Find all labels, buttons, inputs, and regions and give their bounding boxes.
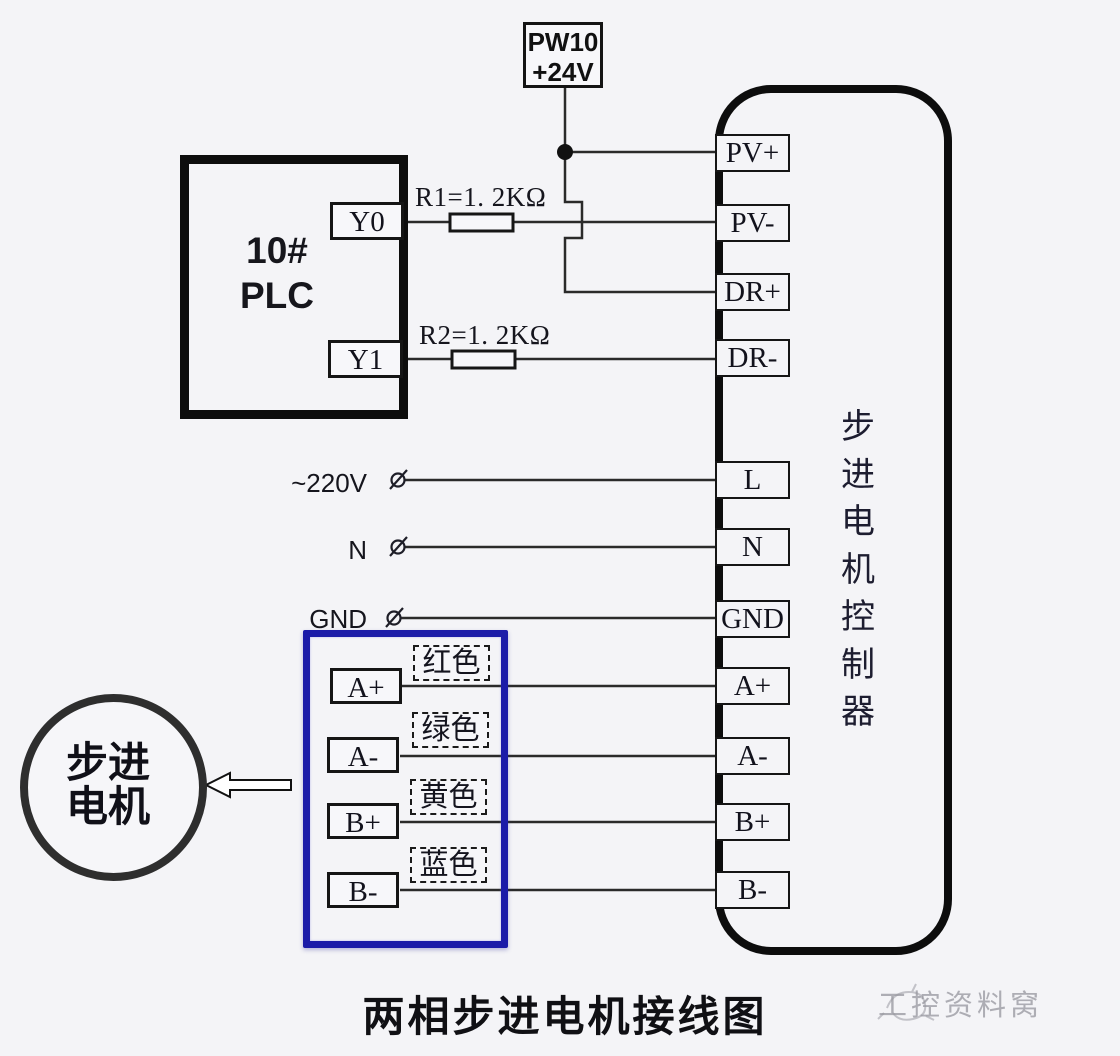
plc-label: 10# PLC xyxy=(192,228,362,318)
terminal-pv-plus: PV+ xyxy=(715,134,790,172)
wire-color-label: 红色 xyxy=(422,647,481,679)
terminal-pv-minus: PV- xyxy=(715,204,790,242)
ac-terminal-slash-icon xyxy=(385,607,404,628)
ac-input-220v-label: ~220V xyxy=(291,468,367,498)
terminal-n: N xyxy=(715,528,790,566)
diagram-title: 两相步进电机接线图 xyxy=(362,995,768,1041)
motor-phase-a-plus: A+ xyxy=(330,668,402,704)
plc-output-y0: Y0 xyxy=(330,202,404,240)
wire-color-green: 绿色 xyxy=(412,712,489,748)
ac-input-gnd-label: GND xyxy=(309,604,367,634)
resistor-r1-icon xyxy=(448,212,515,233)
controller-name: 步进电机控制器 xyxy=(841,409,875,731)
terminal-dr-minus: DR- xyxy=(715,339,790,377)
plc-name: PLC xyxy=(240,275,314,316)
watermark: 工控资料窝 xyxy=(878,982,1043,1024)
resistor-r2-icon xyxy=(450,349,517,370)
wire-color-label: 绿色 xyxy=(421,714,480,746)
ac-terminal-slash-icon xyxy=(389,469,408,490)
stepper-controller-body xyxy=(715,85,952,955)
watermark-bird-logo-icon xyxy=(886,990,927,1021)
watermark-text: 工控资料窝 xyxy=(878,990,1044,1022)
resistor-r2-label: R2=1. 2KΩ xyxy=(419,320,551,350)
motor-phase-label: B- xyxy=(348,876,378,908)
stepper-motor-label: 步进电机 xyxy=(65,741,150,831)
resistor-r1-label: R1=1. 2KΩ xyxy=(415,182,547,212)
terminal-l: L xyxy=(715,461,790,499)
wire-color-red: 红色 xyxy=(413,645,490,681)
plc-output-y0-label: Y0 xyxy=(349,206,385,238)
motor-pointer-arrow-icon xyxy=(203,771,292,799)
terminal-label: B+ xyxy=(734,806,771,838)
terminal-a-minus: A- xyxy=(715,737,790,775)
terminal-label: PV+ xyxy=(725,137,780,169)
terminal-a-plus: A+ xyxy=(715,667,790,705)
motor-phase-b-plus: B+ xyxy=(327,803,399,839)
plc-output-y1-label: Y1 xyxy=(347,344,384,376)
plc-box xyxy=(180,155,408,419)
terminal-label: N xyxy=(742,531,763,563)
wire-color-label: 蓝色 xyxy=(419,849,478,881)
power-supply-box: PW10 +24V xyxy=(523,22,603,88)
terminal-label: A+ xyxy=(733,670,772,702)
wire-24v-to-dr-plus xyxy=(563,158,716,294)
wire-color-yellow: 黄色 xyxy=(410,779,487,815)
terminal-gnd: GND xyxy=(715,600,790,638)
power-supply-voltage: +24V xyxy=(532,57,594,87)
motor-cable-box xyxy=(303,630,508,948)
motor-phase-label: A+ xyxy=(347,672,385,704)
ac-terminal-icon xyxy=(390,539,406,555)
terminal-label: L xyxy=(743,464,762,496)
terminal-label: PV- xyxy=(730,207,775,239)
plc-number: 10# xyxy=(246,230,308,271)
terminal-label: GND xyxy=(721,603,784,635)
stepper-motor-circle xyxy=(20,694,207,881)
plc-output-y1: Y1 xyxy=(328,340,403,378)
power-supply-name: PW10 xyxy=(527,27,599,57)
terminal-dr-plus: DR+ xyxy=(715,273,790,311)
terminal-label: B- xyxy=(738,874,767,906)
terminal-label: DR+ xyxy=(724,276,781,308)
ac-terminal-slash-icon xyxy=(389,536,408,557)
junction-dot-icon xyxy=(557,144,573,160)
terminal-b-plus: B+ xyxy=(715,803,790,841)
motor-phase-label: A- xyxy=(347,741,379,773)
terminal-label: DR- xyxy=(727,342,778,374)
ac-input-n-label: N xyxy=(348,535,367,565)
wire-color-blue: 蓝色 xyxy=(410,847,487,883)
ac-terminal-icon xyxy=(386,610,402,626)
watermark-bird-logo-strokes-icon xyxy=(877,983,935,1021)
motor-phase-b-minus: B- xyxy=(327,872,399,908)
motor-phase-label: B+ xyxy=(345,807,381,839)
motor-phase-a-minus: A- xyxy=(327,737,399,773)
wire-color-label: 黄色 xyxy=(419,781,478,813)
terminal-b-minus: B- xyxy=(715,871,790,909)
terminal-label: A- xyxy=(737,740,768,772)
ac-terminal-icon xyxy=(390,472,406,488)
